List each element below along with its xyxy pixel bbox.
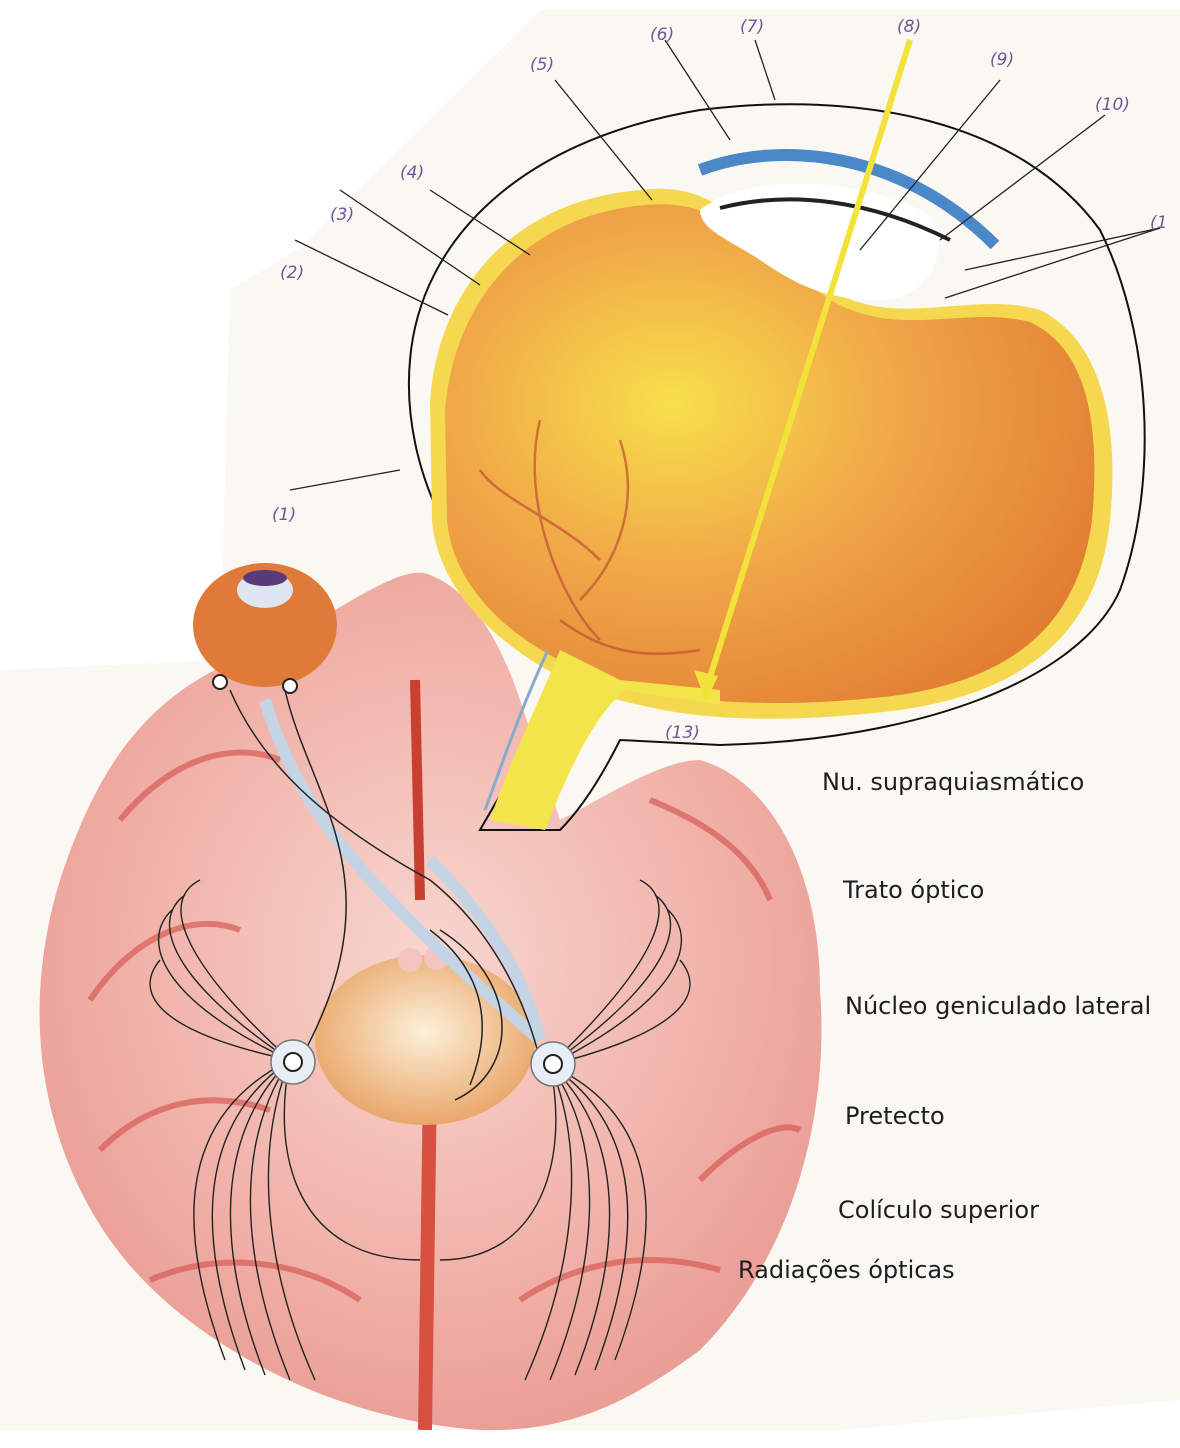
label-optic-tract: Trato óptico bbox=[843, 876, 984, 904]
label-superior-colliculus: Colículo superior bbox=[838, 1196, 1039, 1224]
retina-neuron-right bbox=[283, 679, 297, 693]
label-4: (4) bbox=[400, 163, 424, 183]
label-8: (8) bbox=[897, 17, 921, 37]
midbrain bbox=[315, 955, 535, 1125]
label-suprachiasmatic-nucleus: Nu. supraquiasmático bbox=[822, 768, 1084, 796]
label-5: (5) bbox=[530, 55, 554, 75]
label-pretectum: Pretecto bbox=[845, 1102, 945, 1130]
lateral-geniculate-left bbox=[271, 1040, 315, 1084]
label-2: (2) bbox=[280, 263, 304, 283]
label-13: (13) bbox=[665, 723, 700, 743]
lateral-geniculate-right bbox=[531, 1042, 575, 1086]
label-10: (10) bbox=[1095, 95, 1130, 115]
label-lateral-geniculate-nucleus: Núcleo geniculado lateral bbox=[845, 992, 1151, 1020]
label-1: (1) bbox=[272, 505, 296, 525]
label-7: (7) bbox=[740, 17, 764, 37]
mammillary-body-left bbox=[398, 948, 422, 972]
label-11: (1 bbox=[1150, 213, 1167, 233]
label-6: (6) bbox=[650, 25, 674, 45]
label-9: (9) bbox=[990, 50, 1014, 70]
longitudinal-fissure bbox=[425, 1080, 430, 1430]
label-3: (3) bbox=[330, 205, 354, 225]
retina-neuron-left bbox=[213, 675, 227, 689]
frontal-fissure bbox=[415, 680, 420, 900]
label-optic-radiations: Radiações ópticas bbox=[738, 1256, 955, 1284]
